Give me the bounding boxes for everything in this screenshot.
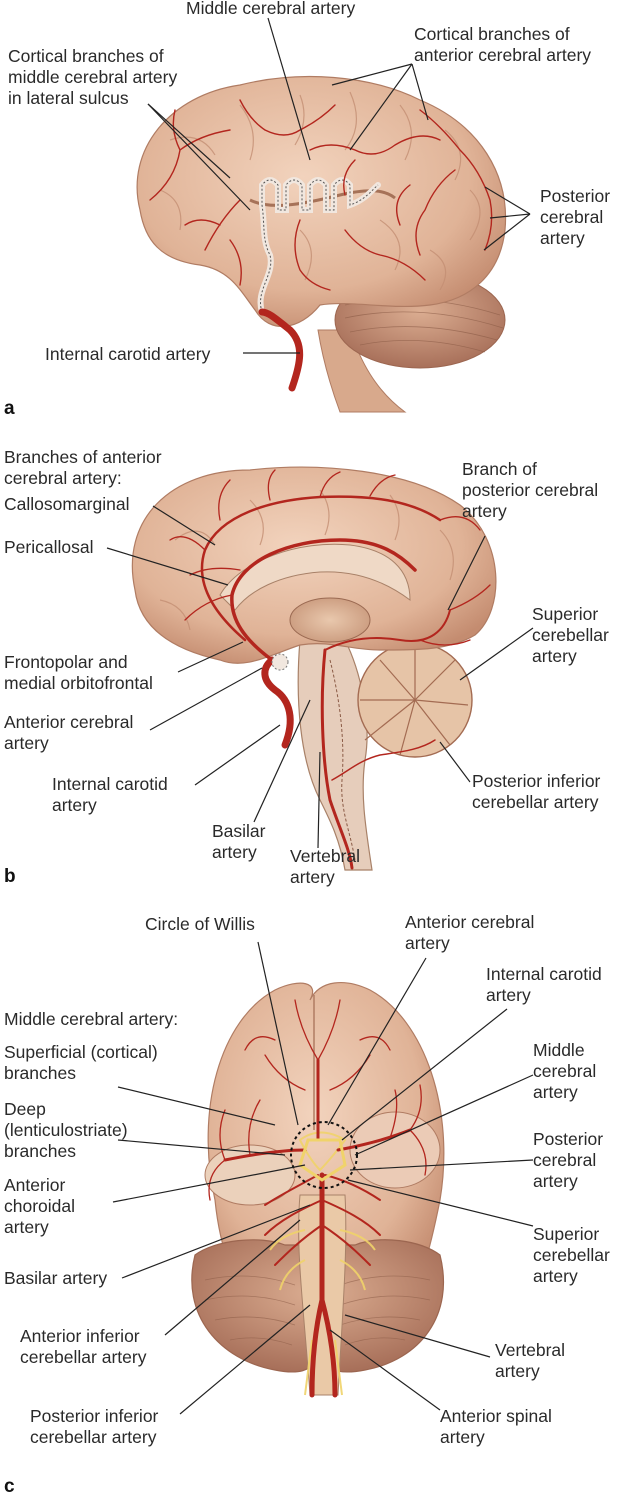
label-anterior-cerebral-artery-c: Anterior cerebral artery [405, 912, 535, 953]
label-posterior-cerebral-artery-a: Posterior cerebral artery [540, 186, 611, 248]
panel-letter-c: c [4, 1476, 15, 1497]
panel-a-illustration [136, 17, 531, 413]
label-superior-cerebellar-artery-c: Superior cerebellar artery [533, 1224, 610, 1286]
label-cortical-branches-middle-a: Cortical branches of middle cerebral art… [8, 46, 178, 108]
label-internal-carotid-artery-b: Internal carotid artery [52, 774, 168, 815]
circle-b [271, 653, 289, 671]
label-callosomarginal-b: Callosomarginal [4, 494, 130, 514]
corpus-callosum-b [219, 543, 411, 611]
label-internal-carotid-artery-a: Internal carotid artery [45, 344, 211, 364]
label-basilar-artery-c: Basilar artery [4, 1268, 108, 1288]
label-pica-c: Posterior inferior cerebellar artery [30, 1406, 159, 1447]
label-middle-cerebral-artery-a: Middle cerebral artery [186, 0, 356, 18]
thalamus-b [289, 597, 371, 643]
cerebrum-a [136, 75, 507, 327]
label-anterior-cerebral-artery-b: Anterior cerebral artery [4, 712, 134, 753]
label-mca-heading-c: Middle cerebral artery: [4, 1009, 179, 1029]
label-anterior-choroidal-artery-c: Anterior choroidal artery [4, 1175, 76, 1237]
brainstem-a [317, 329, 407, 413]
panel-c-illustration [112, 941, 534, 1415]
label-aica-c: Anterior inferior cerebellar artery [20, 1326, 147, 1367]
circle-of-willis-ring [290, 1121, 358, 1189]
label-internal-carotid-artery-c: Internal carotid artery [486, 964, 602, 1005]
label-branches-heading-b: Branches of anterior cerebral artery: [4, 447, 162, 488]
label-branch-posterior-cerebral-b: Branch of posterior cerebral artery [462, 459, 599, 521]
internal-carotid-a [258, 308, 304, 392]
label-superficial-branches-c: Superficial (cortical) branches [4, 1042, 158, 1083]
label-pericallosal-b: Pericallosal [4, 537, 94, 557]
lateral-sulcus-a [249, 189, 396, 207]
label-anterior-spinal-artery-c: Anterior spinal artery [440, 1406, 552, 1447]
panel-letter-a: a [4, 398, 15, 419]
label-basilar-artery-b: Basilar artery [212, 821, 266, 862]
brainstem-b [297, 639, 373, 871]
label-cortical-branches-anterior-a: Cortical branches of anterior cerebral a… [414, 24, 592, 65]
label-posterior-inferior-cerebellar-b: Posterior inferior cerebellar artery [472, 771, 601, 812]
label-posterior-cerebral-artery-c: Posterior cerebral artery [533, 1129, 604, 1191]
label-vertebral-artery-c: Vertebral artery [495, 1340, 566, 1381]
label-circle-of-willis-c: Circle of Willis [145, 914, 255, 934]
label-middle-cerebral-artery-c: Middle cerebral artery [533, 1040, 597, 1102]
label-superior-cerebellar-artery-b: Superior cerebellar artery [532, 604, 609, 666]
panel-letter-b: b [4, 866, 16, 887]
label-frontopolar-b: Frontopolar and medial orbitofrontal [4, 652, 153, 693]
label-vertebral-artery-b: Vertebral artery [290, 846, 361, 887]
panel-b-illustration [106, 466, 534, 871]
label-deep-branches-c: Deep (lenticulostriate) branches [4, 1099, 128, 1161]
